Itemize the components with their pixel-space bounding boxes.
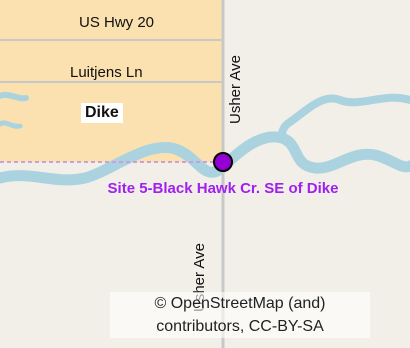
road-lines bbox=[0, 0, 225, 348]
town-label-dike: Dike bbox=[81, 103, 123, 123]
map-attribution: © OpenStreetMap (and) contributors, CC-B… bbox=[110, 292, 370, 338]
circle-marker-icon[interactable] bbox=[213, 152, 233, 172]
usher-ave-north-label: Usher Ave bbox=[227, 55, 244, 124]
black-hawk-creek bbox=[0, 91, 410, 186]
site-label[interactable]: Site 5-Black Hawk Cr. SE of Dike bbox=[107, 180, 339, 197]
attribution-line-2: contributors, CC-BY-SA bbox=[156, 318, 324, 335]
attribution-line-1: © OpenStreetMap (and) bbox=[154, 295, 326, 312]
luitjens-ln-label: Luitjens Ln bbox=[70, 64, 143, 81]
us-hwy-20-label: US Hwy 20 bbox=[79, 14, 155, 31]
